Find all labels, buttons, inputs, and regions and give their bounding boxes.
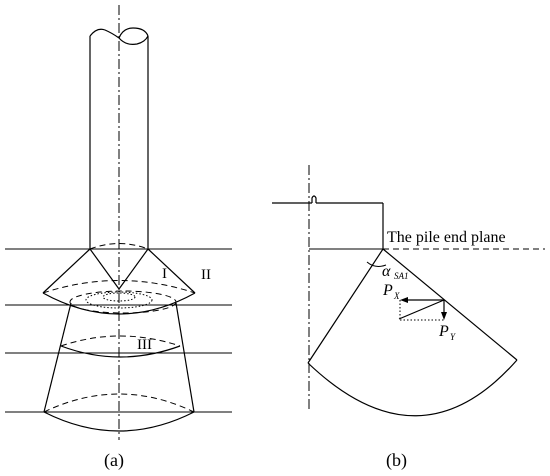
zone-label-iii: III (137, 337, 152, 353)
panel-b: The pile end plane α SA1 P X P Y (b) (272, 165, 545, 471)
angle-symbol: α (382, 263, 391, 280)
force-x-subscript: X (393, 291, 400, 301)
zone-iii-frustum (43, 290, 195, 432)
pile-end-plane-label: The pile end plane (387, 229, 506, 246)
angle-subscript: SA1 (394, 271, 409, 281)
resultant-force (398, 299, 445, 320)
force-x-arrowhead (400, 297, 408, 303)
zone-ii-wedge (42, 248, 196, 315)
panel-a: I II III (a) (5, 5, 232, 471)
zone-i-cone (89, 248, 149, 290)
zone-label-ii: II (201, 267, 211, 283)
pile-outline (272, 195, 384, 249)
pile-shaft (89, 27, 149, 250)
caption-a: (a) (104, 450, 124, 471)
force-y-symbol: P (438, 323, 449, 340)
zone-label-i: I (162, 266, 167, 282)
caption-b: (b) (386, 450, 407, 471)
force-y-subscript: Y (450, 332, 456, 342)
sector (307, 248, 518, 417)
angle-arc (366, 261, 387, 267)
force-y-arrowhead (441, 312, 447, 320)
force-x-symbol: P (382, 282, 393, 299)
force-diagram (398, 297, 447, 321)
